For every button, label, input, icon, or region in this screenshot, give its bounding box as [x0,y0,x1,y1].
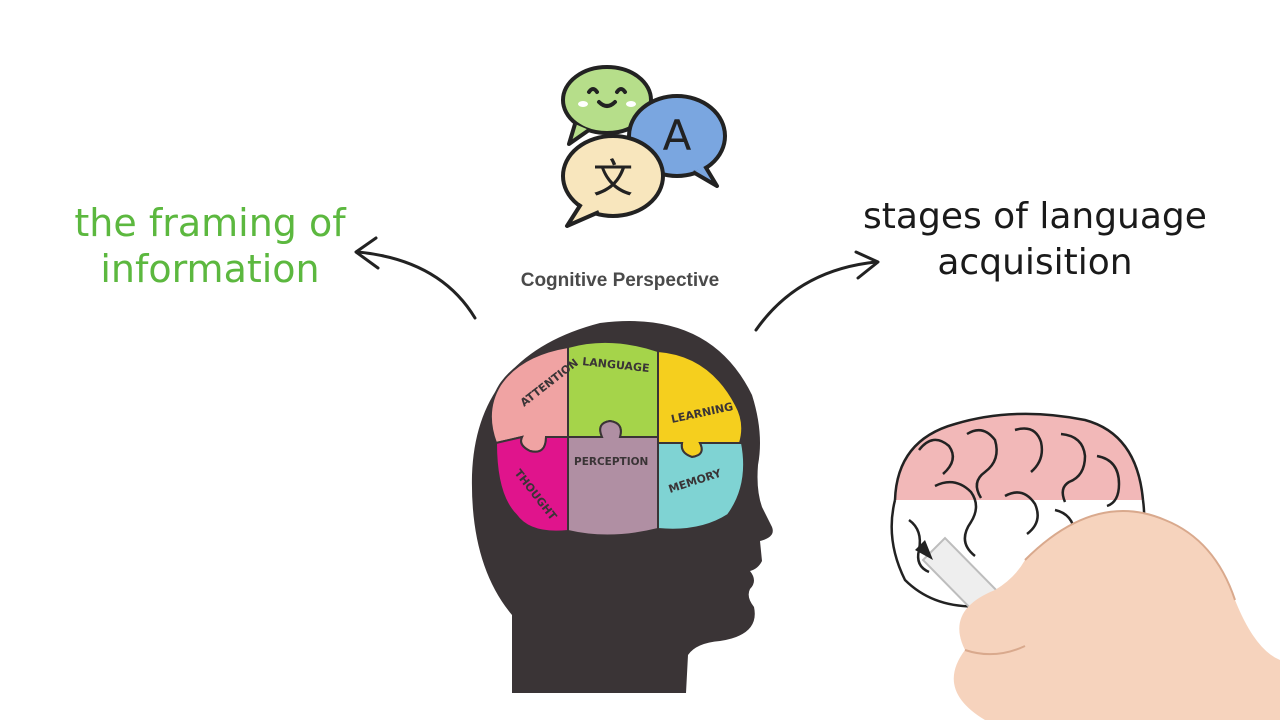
wen-glyph: 文 [593,156,633,202]
left-caption-line-1: the framing of [74,201,346,245]
translate-chat-icon: A 文 [561,65,727,228]
head-puzzle-brain-illustration: ATTENTION LANGUAGE LEARNING THOUGHT PERC… [471,321,773,693]
memory-piece [657,442,746,531]
sketch-brain-with-hand-illustration [890,412,1280,720]
right-arrow-icon [754,250,880,332]
hand-with-marker-icon [915,510,1280,720]
perception-label: PERCEPTION [574,456,648,468]
left-caption: the framing of information [60,200,360,292]
left-caption-line-2: information [100,247,320,291]
letter-a-glyph: A [663,111,692,160]
left-arrow-icon [354,236,477,320]
smile-bubble-icon [561,65,653,146]
right-caption: stages of language acquisition [850,194,1220,286]
wen-character-bubble-icon: 文 [561,134,665,228]
right-caption-line-1: stages of language [863,196,1207,237]
center-title: Cognitive Perspective [520,270,720,291]
perception-piece [567,419,659,537]
right-caption-line-2: acquisition [937,242,1133,283]
